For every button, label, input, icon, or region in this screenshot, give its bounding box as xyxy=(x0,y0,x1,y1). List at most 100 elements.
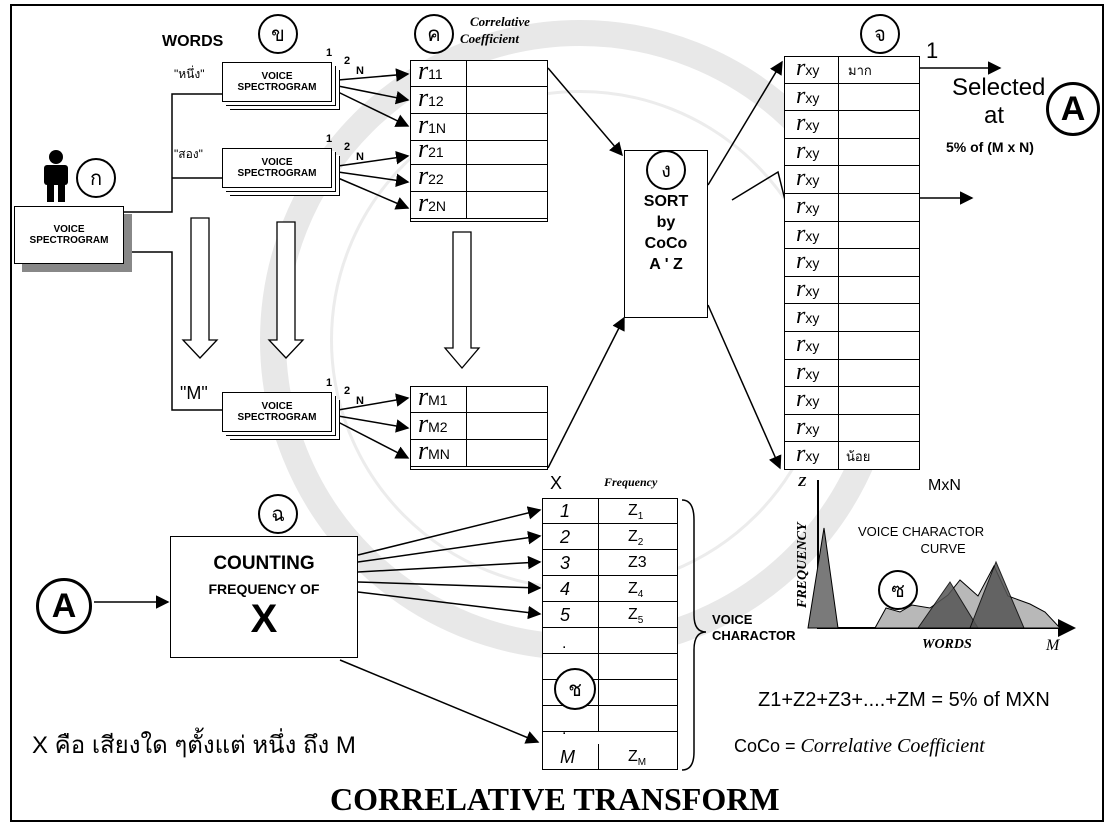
freq-x-header: X xyxy=(550,474,562,492)
rxy-label: rxy xyxy=(796,111,819,135)
r-row: r22 xyxy=(410,165,548,192)
freq-row-divider xyxy=(598,576,599,601)
word2-label: "สอง" xyxy=(174,148,203,160)
rxy-label: rxy xyxy=(796,360,819,384)
sorted-list-row: rxy xyxy=(784,304,920,332)
r-cell-label: r2N xyxy=(418,190,446,216)
arrow-sM-rMN xyxy=(338,422,408,458)
word1-label: "หนึ่ง" xyxy=(174,68,205,80)
sorted-row-divider xyxy=(838,304,839,332)
chart-m-label: M xyxy=(1046,638,1059,654)
freq-row-divider xyxy=(598,628,599,653)
hollow-arrow-left xyxy=(183,218,217,358)
main-voice-spectrogram: VOICE SPECTROGRAM xyxy=(14,206,124,264)
spectrogram-word2: VOICESPECTROGRAM xyxy=(222,148,332,188)
freq-dot-2: . xyxy=(562,722,566,738)
output-1-label: 1 xyxy=(926,40,938,62)
rxy-label: rxy xyxy=(796,249,819,273)
spec1-n2: 2 xyxy=(344,56,350,67)
arrow-s2-r21 xyxy=(338,156,408,166)
sorted-list-row: rxy xyxy=(784,387,920,415)
sorted-row-divider xyxy=(838,415,839,443)
r-cell-label: rMN xyxy=(418,438,450,464)
sorted-row-divider xyxy=(838,360,839,388)
main-spec-line1: VOICE xyxy=(53,224,84,235)
r-row: r2N xyxy=(410,192,548,219)
freq-header: Frequency xyxy=(604,476,657,488)
sorted-row-divider xyxy=(838,387,839,415)
rxy-label: rxy xyxy=(796,277,819,301)
voice-charactor-brace xyxy=(682,500,706,770)
sorted-row-divider xyxy=(838,84,839,112)
sorted-list-row: rxy xyxy=(784,360,920,388)
arrow-s2-r22 xyxy=(338,172,408,182)
r-row-divider xyxy=(466,114,467,141)
counting-line3: X xyxy=(251,597,278,642)
marker-cho-ching: ฉ xyxy=(258,494,298,534)
marker-cho-chang: ช xyxy=(554,668,596,710)
words-label: WORDS xyxy=(162,34,223,50)
sorted-row-divider xyxy=(838,111,839,139)
counting-box: COUNTING FREQUENCY OF X xyxy=(170,536,358,658)
freq-z-value: ZM xyxy=(628,749,646,768)
spec2-n2: 2 xyxy=(344,142,350,153)
sorted-list-row: rxy xyxy=(784,332,920,360)
rxy-label: rxy xyxy=(796,442,819,466)
freq-x-value: 5 xyxy=(560,606,570,624)
rxy-label: rxy xyxy=(796,84,819,108)
freq-row-divider xyxy=(598,680,599,705)
specM-n2: 2 xyxy=(344,386,350,397)
freq-z-value: Z5 xyxy=(628,607,643,626)
r-cell-label: r22 xyxy=(418,163,444,189)
sorted-row-divider xyxy=(838,222,839,250)
sorted-row-divider xyxy=(838,194,839,222)
sorted-list-row: rxy xyxy=(784,249,920,277)
chart-z-label: Z xyxy=(798,476,807,490)
r-row-divider xyxy=(466,413,467,440)
sorted-row-divider xyxy=(838,56,839,84)
arrow-sM-rM2 xyxy=(338,416,408,428)
list-bottom-label: น้อย xyxy=(846,450,870,463)
r-row: r21 xyxy=(410,138,548,165)
marker-so: ซ xyxy=(878,570,918,610)
chart-words-label: WORDS xyxy=(922,638,972,652)
selected-line1: Selected xyxy=(952,76,1045,100)
connector-A-out: A xyxy=(1046,82,1100,136)
freq-row-divider xyxy=(598,550,599,575)
rxy-label: rxy xyxy=(796,304,819,328)
r-row: r12 xyxy=(410,87,548,114)
sorted-row-divider xyxy=(838,332,839,360)
rxy-label: rxy xyxy=(796,56,819,80)
arrow-sort-list-bottom xyxy=(708,305,780,468)
r-row: rMN xyxy=(410,440,548,467)
freq-x-value: M xyxy=(560,748,575,766)
sorted-list-row: rxy xyxy=(784,222,920,250)
freq-z-value: Z4 xyxy=(628,581,643,600)
freq-x-value: 1 xyxy=(560,502,570,520)
freq-z-value: Z3 xyxy=(628,555,647,571)
rxy-label: rxy xyxy=(796,222,819,246)
rxy-label: rxy xyxy=(796,387,819,411)
spectrogram-word1: VOICESPECTROGRAM xyxy=(222,62,332,102)
specM-n1: 1 xyxy=(326,378,332,389)
arrow-count-3 xyxy=(358,562,540,572)
person-icon xyxy=(38,150,74,202)
sort-line1: SORT xyxy=(644,192,688,213)
r-row-divider xyxy=(466,138,467,165)
rxy-label: rxy xyxy=(796,139,819,163)
r-row-divider xyxy=(466,60,467,87)
spec1-n1: 1 xyxy=(326,48,332,59)
coefficient-label: Coefficient xyxy=(460,32,519,45)
sorted-list-row: rxy xyxy=(784,277,920,305)
freq-z-value: Z2 xyxy=(628,529,643,548)
list-top-label: มาก xyxy=(848,64,872,77)
freq-row-divider xyxy=(598,524,599,549)
chart-frequency-label: FREQUENCY xyxy=(796,522,810,608)
spec1-nN: N xyxy=(356,66,364,77)
arrow-s1-r1N xyxy=(338,92,408,126)
r-cell-label: r21 xyxy=(418,136,444,162)
freq-row-divider xyxy=(598,602,599,627)
